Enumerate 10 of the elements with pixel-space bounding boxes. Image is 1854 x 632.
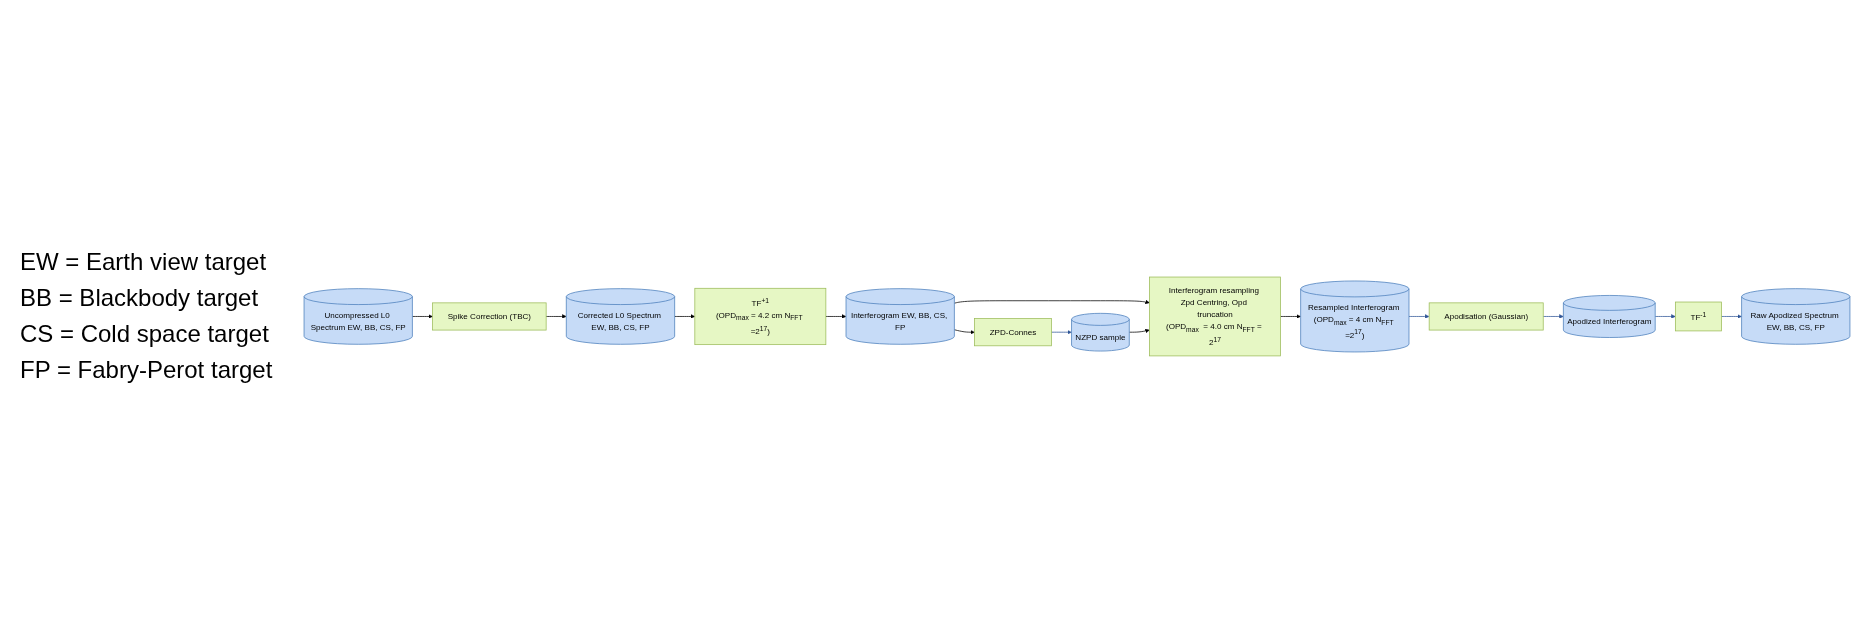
node-box: Apodisation (Gaussian)	[1428, 302, 1544, 330]
abbreviation-note: EW = Earth view target	[20, 247, 268, 277]
node-box: ZPD-Connes	[974, 317, 1052, 346]
abbreviation-note: BB = Blackbody target	[20, 283, 260, 313]
abbreviation-note: CS = Cold space target	[20, 319, 270, 349]
abbreviation-note: FP = Fabry-Perot target	[20, 355, 274, 385]
node-box: TF$^{-1}$	[1675, 301, 1722, 331]
node-box: TF$^{+1}$ (OPD$_{max}$ = 4.2 cm N$_{FFT}$ =2$^{17}$)	[694, 287, 827, 345]
node-box: Interferogram resampling Zpd Centring, Opd truncation (OPD$_{max}$ = 4.0 cm N$_{FFT}$ = 2$^{17}$	[1149, 276, 1281, 356]
node-box: Spike Correction (TBC)	[432, 302, 547, 330]
